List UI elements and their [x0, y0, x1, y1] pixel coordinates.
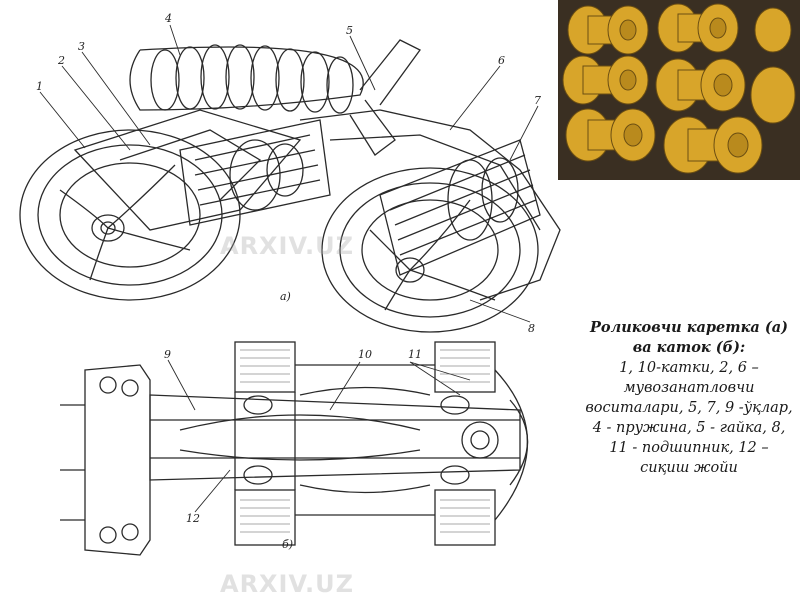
spring — [129, 44, 364, 114]
roller-rim-left-top — [234, 341, 296, 393]
left-roller-wheel — [19, 129, 241, 301]
callout-11: 11 — [408, 348, 422, 361]
callout-2: 2 — [57, 54, 65, 67]
technical-drawing: 1 2 3 4 5 6 7 8 а) 9 10 11 12 б) — [19, 12, 561, 556]
figure-caption: Роликовчи каретка (а) ва каток (б): 1, 1… — [583, 318, 795, 478]
roller-rim-right-top — [434, 341, 496, 393]
figure-b-sublabel: б) — [282, 538, 293, 551]
callout-7: 7 — [534, 94, 541, 107]
left-axle-assembly — [179, 119, 331, 226]
figure-b-roller — [60, 341, 529, 556]
axle — [149, 394, 521, 481]
roller-rim-left-bottom — [234, 489, 296, 546]
caption-title: Роликовчи каретка (а) ва каток (б): — [590, 319, 788, 356]
right-axle-assembly — [379, 139, 541, 276]
figure-a-carriage — [19, 24, 561, 333]
callout-8: 8 — [528, 322, 535, 335]
callout-6: 6 — [498, 54, 505, 67]
callout-1: 1 — [36, 80, 43, 93]
right-roller-wheel — [321, 167, 539, 333]
track-rollers-photo — [558, 0, 800, 180]
callout-10: 10 — [358, 348, 372, 361]
figure-a-sublabel: а) — [280, 290, 291, 303]
watermark: ARXIV.UZ — [220, 232, 354, 260]
watermark-bottom: ARXIV.UZ — [220, 570, 354, 598]
caption-body: 1, 10-катки, 2, 6 – мувозанатловчи восит… — [585, 360, 793, 476]
section-hatching — [240, 349, 490, 533]
callout-12: 12 — [186, 512, 200, 525]
end-cap — [494, 369, 529, 521]
callout-4: 4 — [164, 12, 172, 25]
callout-5: 5 — [346, 24, 353, 37]
mounting-flange — [84, 364, 151, 556]
roller-rim-right-bottom — [434, 489, 496, 546]
callout-3: 3 — [78, 40, 85, 53]
callout-9: 9 — [164, 348, 171, 361]
